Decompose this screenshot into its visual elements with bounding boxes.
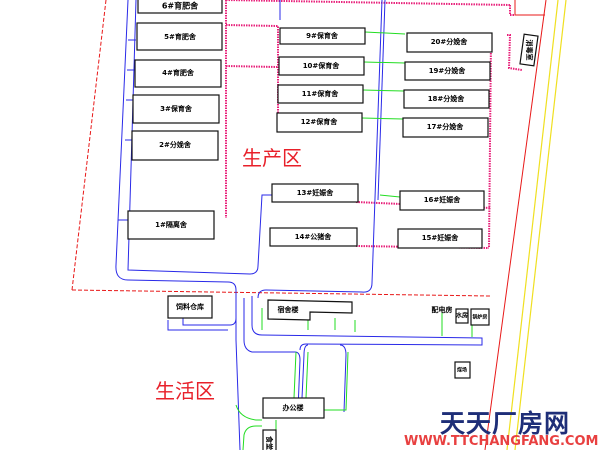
svg-text:水房: 水房: [456, 312, 468, 320]
svg-text:1#隔离舍: 1#隔离舍: [155, 220, 188, 229]
building-14: 14#公猪舍: [269, 227, 358, 247]
building-20: 20#分娩舍: [406, 32, 493, 53]
watermark-logo: 天天厂房网: [440, 409, 571, 438]
building-1: 1#隔离舍: [127, 210, 215, 240]
svg-text:煤场: 煤场: [457, 367, 467, 374]
water-room: 水房: [455, 308, 469, 324]
svg-text:20#分娩舍: 20#分娩舍: [431, 37, 469, 46]
building-12: 12#保育舍: [276, 112, 363, 133]
svg-text:18#分娩舍: 18#分娩舍: [428, 94, 466, 103]
building-11: 11#保育舍: [277, 84, 364, 104]
watermark-url: WWW.TTCHANGFANG.COM: [404, 434, 599, 449]
svg-text:食堂: 食堂: [265, 435, 274, 450]
svg-text:14#公猪舍: 14#公猪舍: [295, 232, 333, 241]
svg-text:16#妊娠舍: 16#妊娠舍: [424, 195, 462, 204]
svg-text:10#保育舍: 10#保育舍: [303, 61, 341, 70]
living-zone-label: 生活区: [155, 379, 215, 403]
svg-text:19#分娩舍: 19#分娩舍: [429, 66, 467, 75]
dormitory: 宿舍楼: [267, 299, 353, 321]
building-19: 19#分娩舍: [404, 61, 491, 81]
svg-text:12#保育舍: 12#保育舍: [301, 117, 339, 126]
svg-text:消毒室: 消毒室: [525, 40, 534, 61]
canteen: 食堂: [262, 429, 277, 450]
svg-text:4#育肥舍: 4#育肥舍: [162, 68, 195, 77]
building-3: 3#保育舍: [132, 94, 220, 124]
svg-text:2#分娩舍: 2#分娩舍: [159, 140, 192, 149]
pipes: [235, 31, 473, 450]
building-17: 17#分娩舍: [402, 117, 489, 138]
site-boundary: [71, 0, 547, 450]
svg-text:6#育肥舍: 6#育肥舍: [162, 1, 199, 11]
svg-text:宿舍楼: 宿舍楼: [278, 305, 299, 314]
building-4: 4#育肥舍: [134, 59, 222, 88]
boiler-room: 锅炉房: [470, 308, 490, 326]
power-room: 配电房: [432, 305, 453, 314]
svg-text:锅炉房: 锅炉房: [471, 314, 487, 321]
building-16: 16#妊娠舍: [399, 190, 485, 211]
building-9: 9#保育舍: [279, 27, 366, 45]
building-13: 13#妊娠舍: [271, 183, 359, 203]
svg-text:11#保育舍: 11#保育舍: [302, 89, 340, 98]
svg-text:13#妊娠舍: 13#妊娠舍: [297, 188, 335, 197]
svg-text:15#妊娠舍: 15#妊娠舍: [422, 233, 460, 242]
building-6: 6#育肥舍: [137, 0, 223, 14]
building-18: 18#分娩舍: [403, 89, 490, 109]
svg-text:17#分娩舍: 17#分娩舍: [427, 122, 465, 131]
highway: [506, 0, 567, 450]
svg-text:3#保育舍: 3#保育舍: [160, 104, 193, 113]
building-10: 10#保育舍: [278, 56, 365, 76]
svg-text:5#育肥舍: 5#育肥舍: [164, 32, 197, 41]
feed-warehouse: 饲料仓库: [167, 295, 213, 319]
building-15: 15#妊娠舍: [397, 228, 483, 249]
building-5: 5#育肥舍: [136, 22, 223, 51]
svg-text:配电房: 配电房: [432, 305, 453, 314]
svg-text:饲料仓库: 饲料仓库: [175, 302, 204, 311]
office-building: 办公楼: [262, 397, 325, 419]
building-2: 2#分娩舍: [131, 130, 219, 161]
production-zone-label: 生产区: [242, 146, 302, 170]
coal-yard: 煤场: [454, 361, 471, 379]
svg-text:9#保育舍: 9#保育舍: [306, 31, 339, 40]
svg-text:办公楼: 办公楼: [283, 403, 304, 412]
disinfection-room: 消毒室: [519, 33, 539, 67]
